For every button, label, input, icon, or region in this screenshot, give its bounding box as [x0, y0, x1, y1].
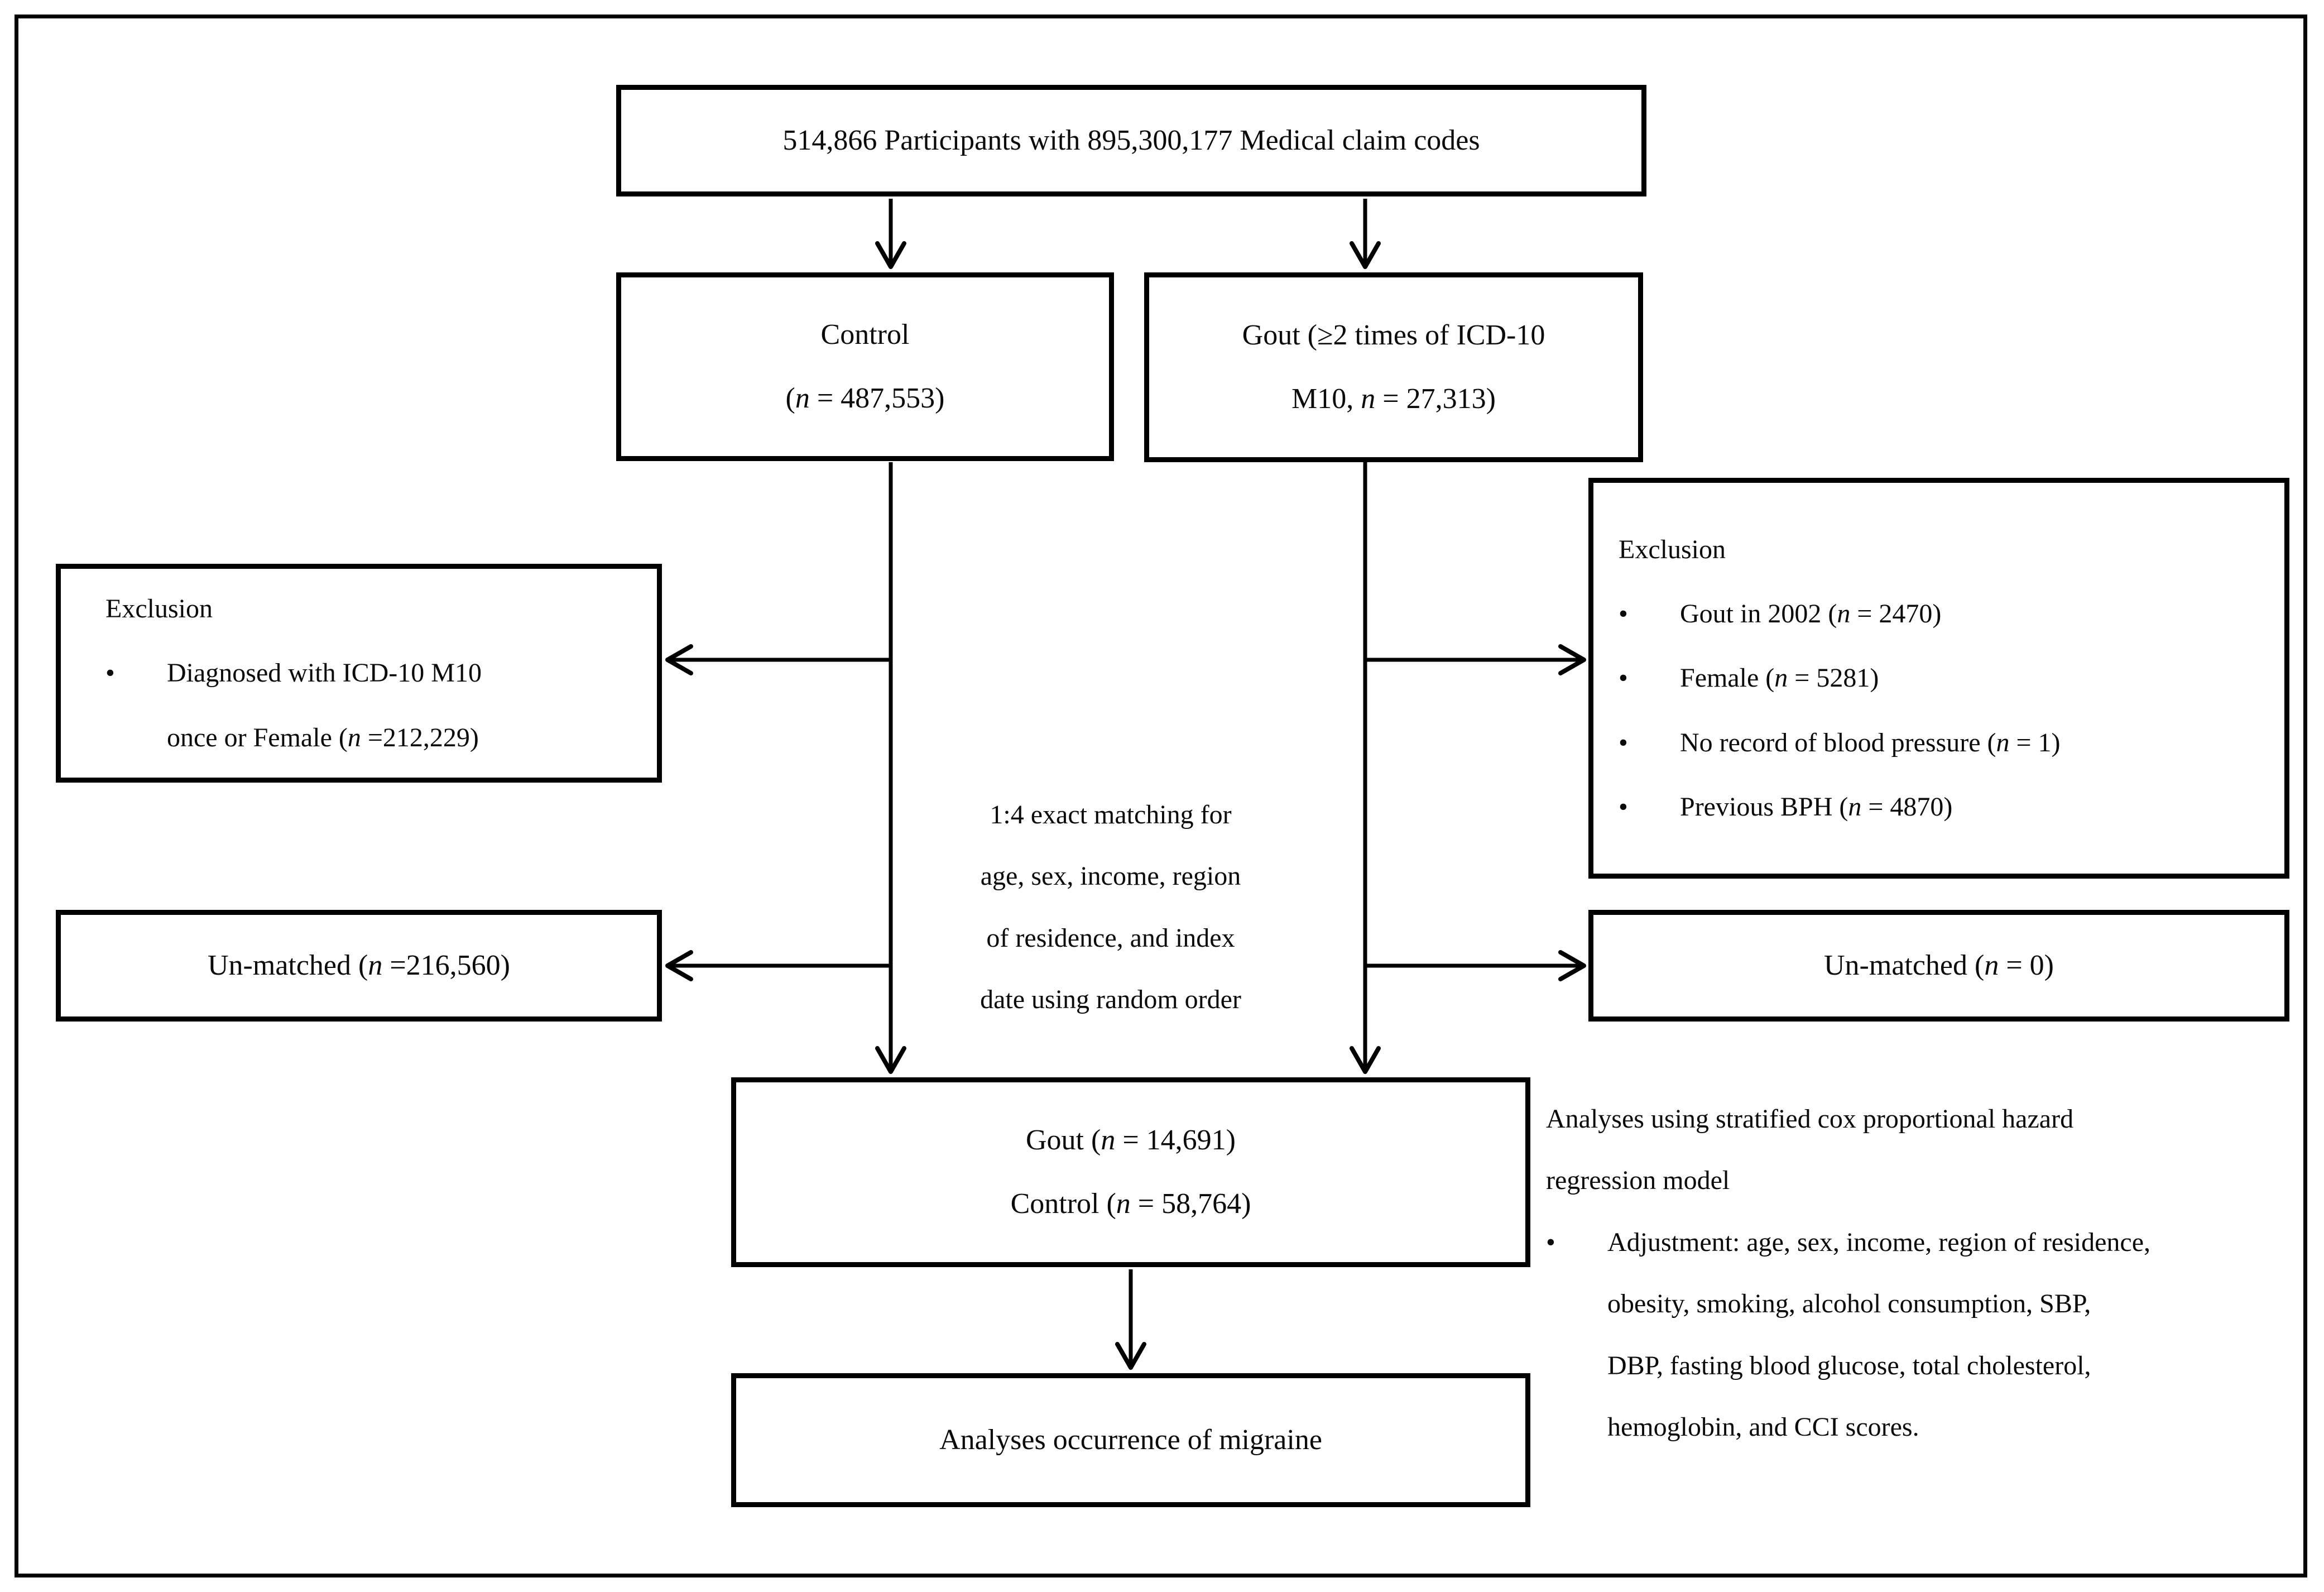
control-box: Control (n = 487,553) — [616, 272, 1114, 461]
exclusion-right-item-text: No record of blood pressure (n = 1) — [1680, 727, 2061, 757]
exclusion-left-item: • Diagnosed with ICD-10 M10 once or Fema… — [105, 641, 640, 769]
exclusion-right-title: Exclusion — [1619, 535, 1726, 565]
figure-border — [15, 15, 2307, 1577]
gout-box: Gout (≥2 times of ICD-10 M10, n = 27,313… — [1144, 272, 1643, 462]
exclusion-left-box: Exclusion • Diagnosed with ICD-10 M10 on… — [56, 564, 662, 783]
exclusion-right-item-text: Previous BPH (n = 4870) — [1680, 792, 1953, 822]
bullet-icon: • — [1546, 1227, 1555, 1257]
bullet-icon: • — [1619, 727, 1628, 757]
gout-label: Gout (≥2 times of ICD-10 — [1242, 319, 1545, 351]
matched-cohort-box: Gout (n = 14,691) Control (n = 58,764) — [731, 1077, 1530, 1267]
control-count: (n = 487,553) — [785, 382, 945, 414]
bullet-icon: • — [1619, 792, 1628, 822]
bullet-icon: • — [1619, 663, 1628, 693]
outcome-text: Analyses occurrence of migraine — [939, 1423, 1322, 1456]
analysis-adjustment-text: Adjustment: age, sex, income, region of … — [1607, 1227, 2151, 1442]
exclusion-right-item-text: Female (n = 5281) — [1680, 663, 1879, 693]
analysis-note: Analyses using stratified cox proportion… — [1546, 1088, 2305, 1458]
gout-count: M10, n = 27,313) — [1291, 383, 1496, 415]
bullet-icon: • — [1619, 599, 1628, 629]
exclusion-right-box: Exclusion • Gout in 2002 (n = 2470) • Fe… — [1588, 478, 2289, 879]
participants-text: 514,866 Participants with 895,300,177 Me… — [782, 124, 1480, 156]
control-label: Control — [820, 318, 910, 351]
exclusion-right-item-text: Gout in 2002 (n = 2470) — [1680, 599, 1942, 629]
analysis-adjustment-item: • Adjustment: age, sex, income, region o… — [1546, 1212, 2305, 1459]
exclusion-left-title: Exclusion — [105, 594, 213, 624]
bullet-icon: • — [105, 658, 115, 688]
matching-note: 1:4 exact matching for age, sex, income,… — [980, 800, 1241, 1015]
participants-box: 514,866 Participants with 895,300,177 Me… — [616, 85, 1646, 196]
unmatched-right-text: Un-matched (n = 0) — [1824, 949, 2054, 981]
exclusion-right-item: • Previous BPH (n = 4870) — [1619, 775, 2268, 839]
exclusion-right-item: • Gout in 2002 (n = 2470) — [1619, 582, 2268, 646]
unmatched-left-box: Un-matched (n =216,560) — [56, 910, 662, 1022]
matched-gout-count: Gout (n = 14,691) — [1026, 1124, 1236, 1156]
unmatched-left-text: Un-matched (n =216,560) — [208, 949, 510, 981]
unmatched-right-box: Un-matched (n = 0) — [1588, 910, 2289, 1022]
exclusion-right-item: • Female (n = 5281) — [1619, 646, 2268, 710]
matched-control-count: Control (n = 58,764) — [1010, 1188, 1251, 1220]
outcome-box: Analyses occurrence of migraine — [731, 1373, 1530, 1507]
exclusion-left-item-text: Diagnosed with ICD-10 M10 once or Female… — [167, 658, 482, 752]
exclusion-right-item: • No record of blood pressure (n = 1) — [1619, 711, 2268, 775]
